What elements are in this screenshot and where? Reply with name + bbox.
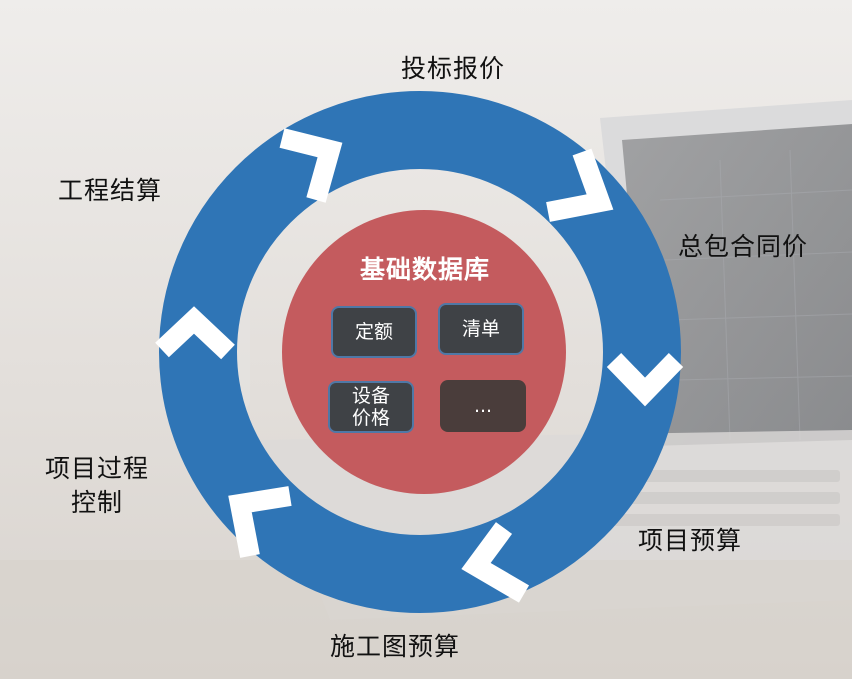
core-item-more: ... [440,380,526,432]
chevron-arrow-top-right [546,148,614,222]
core-item-label: ... [473,395,493,417]
core-item-label: 设备 价格 [351,385,390,429]
outer-ring [159,91,681,613]
chevron-arrow-bottom-left [228,486,292,558]
core-item-label: 清单 [461,318,500,340]
stage-label-construction-drawing-budget: 施工图预算 [330,632,461,661]
core-item-label: 定额 [354,321,393,343]
stage-label-process-control: 项目过程 控制 [44,454,149,517]
chevron-arrow-left [155,306,235,360]
stage-label-bid-quote: 投标报价 [401,54,506,83]
stage-label-settlement: 工程结算 [58,176,163,205]
core-item-quota: 定额 [331,306,417,358]
chevron-arrow-right [606,353,684,407]
chevron-arrow-top [279,128,343,203]
core-item-bill: 清单 [438,303,524,355]
stage-label-general-contract-price: 总包合同价 [678,232,809,261]
chevron-arrow-bottom-right [461,522,530,603]
stage-label-project-budget: 项目预算 [638,526,743,555]
core-item-equipment-price: 设备 价格 [328,381,414,433]
core-title: 基础数据库 [359,255,490,284]
